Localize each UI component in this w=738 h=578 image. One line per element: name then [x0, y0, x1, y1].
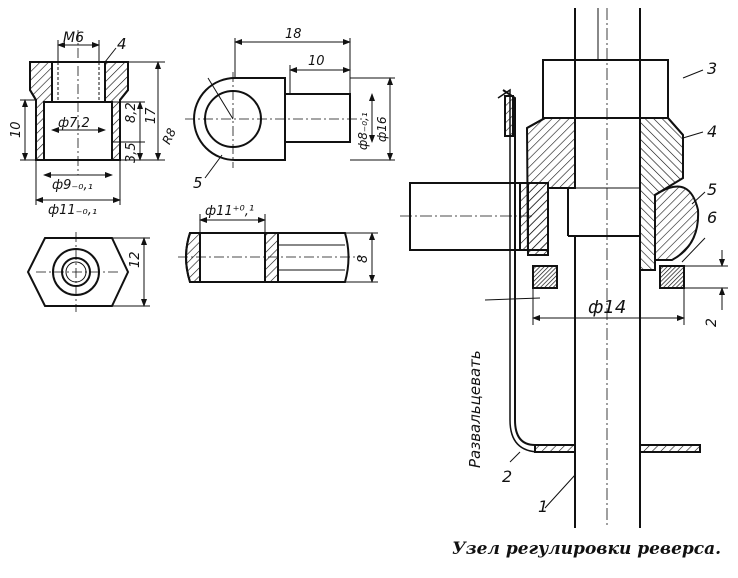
nut-part-number: 4: [117, 35, 127, 53]
assembly-gap-label: 2: [704, 318, 720, 327]
assembly-dia-label: ф14: [588, 297, 626, 318]
nut-hex-view: [26, 232, 150, 312]
assembly-view: [400, 8, 728, 528]
flare-note: Развальцевать: [466, 350, 484, 468]
eye-shank-dia-label: ф8₋₀,₁: [356, 112, 370, 150]
nut-dia11-label: ф11₋₀,₁: [48, 203, 97, 218]
nut-section-view: [20, 30, 165, 205]
nut-thread-label: М6: [63, 30, 84, 46]
nut-left-height-label: 10: [9, 121, 24, 138]
part-label-5: 5: [707, 180, 717, 199]
part-label-6: 6: [707, 208, 717, 227]
eye-ring-width-label: 8: [356, 255, 371, 263]
eye-radius-label: R8: [160, 126, 180, 147]
eye-part-number: 5: [193, 174, 203, 192]
part-label-2: 2: [502, 467, 512, 486]
eye-shank-label: 10: [308, 54, 325, 69]
nut-bore-depth-label: 8,2: [124, 102, 139, 123]
nut-bore-dia-label: ф7,2: [58, 116, 90, 131]
part-label-1: 1: [538, 497, 548, 516]
eye-section-view: [178, 214, 378, 283]
eye-length-label: 18: [285, 27, 302, 42]
nut-step-label: 3,5: [124, 142, 139, 163]
nut-height-label: 17: [144, 107, 159, 124]
eye-view: [185, 38, 395, 179]
part-label-4: 4: [707, 122, 717, 141]
figure-caption: Узел регулировки реверса.: [452, 539, 722, 559]
hex-flat-label: 12: [128, 251, 143, 268]
nut-dia9-label: ф9₋₀,₁: [52, 178, 93, 193]
eye-dia16-label: ф16: [375, 116, 389, 142]
eye-ring-dia-label: ф11⁺⁰,¹: [205, 204, 254, 219]
part-label-3: 3: [707, 59, 717, 78]
